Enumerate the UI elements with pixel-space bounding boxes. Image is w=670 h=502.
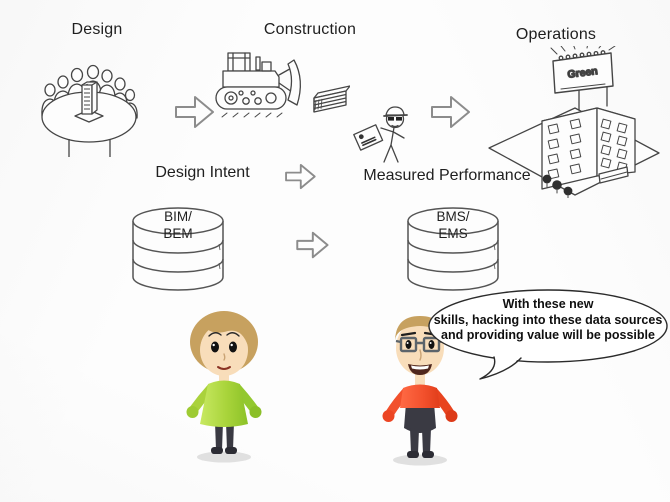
stage-label-construction: Construction [263,21,357,38]
speech-line: and providing value will be possible [441,328,655,342]
worker-with-plans-icon [353,106,408,163]
database-icon: BIM/ BEM [132,207,224,291]
flow-label-measured-performance: Measured Performance [363,167,531,184]
database-icon: BMS/ EMS [407,207,499,291]
speech-line: skills, hacking into these data sources [433,312,663,327]
block-arrow-right-icon [285,163,316,190]
bulldozer-icon [215,52,301,118]
green-sign-label: Green [567,65,599,81]
block-arrow-right-icon [431,96,470,128]
db-label-line1: BIM/ [164,209,192,224]
db-label-line1: BMS/ [436,209,469,224]
db-label-line2: EMS [438,226,467,241]
speech-bubble-text: With these new skills, hacking into thes… [429,297,667,344]
flow-label-design-intent: Design Intent [155,164,250,181]
block-arrow-right-icon [175,96,214,128]
db-label-line2: BEM [163,226,192,241]
speech-bubble [428,289,668,380]
green-building-icon: Green [488,46,660,198]
stage-label-design: Design [71,21,123,38]
female-avatar [186,311,262,463]
block-arrow-right-icon [296,231,329,259]
speech-line: With these new [502,297,594,311]
lumber-stack-icon [313,85,350,113]
design-roundtable-icon [41,64,138,157]
stage-label-operations: Operations [515,26,597,43]
